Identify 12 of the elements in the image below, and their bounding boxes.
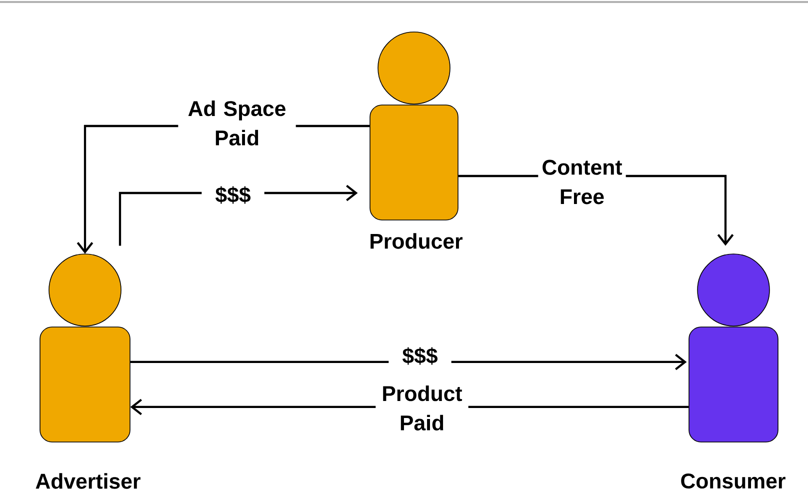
edge-label: $$$ xyxy=(202,184,264,206)
person-label: Consumer xyxy=(681,473,786,489)
edge-label: Content Free xyxy=(538,158,626,206)
person-figure xyxy=(40,254,130,442)
edge-label: $$$ xyxy=(388,346,452,366)
person-label: Advertiser xyxy=(36,473,140,489)
person-figure xyxy=(370,32,458,220)
person-label: Producer xyxy=(370,233,463,249)
person-figure xyxy=(688,254,778,442)
edge-label: Product Paid xyxy=(376,384,468,432)
edge-label: Ad Space Paid xyxy=(178,99,296,147)
arrow xyxy=(130,354,687,370)
